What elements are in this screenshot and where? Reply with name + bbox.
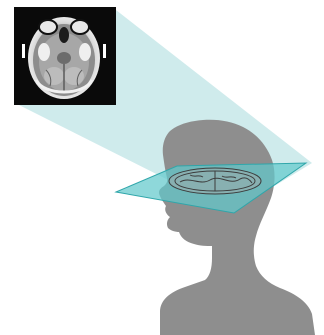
ct-scan-image	[14, 7, 116, 105]
brain-slice	[169, 168, 261, 194]
